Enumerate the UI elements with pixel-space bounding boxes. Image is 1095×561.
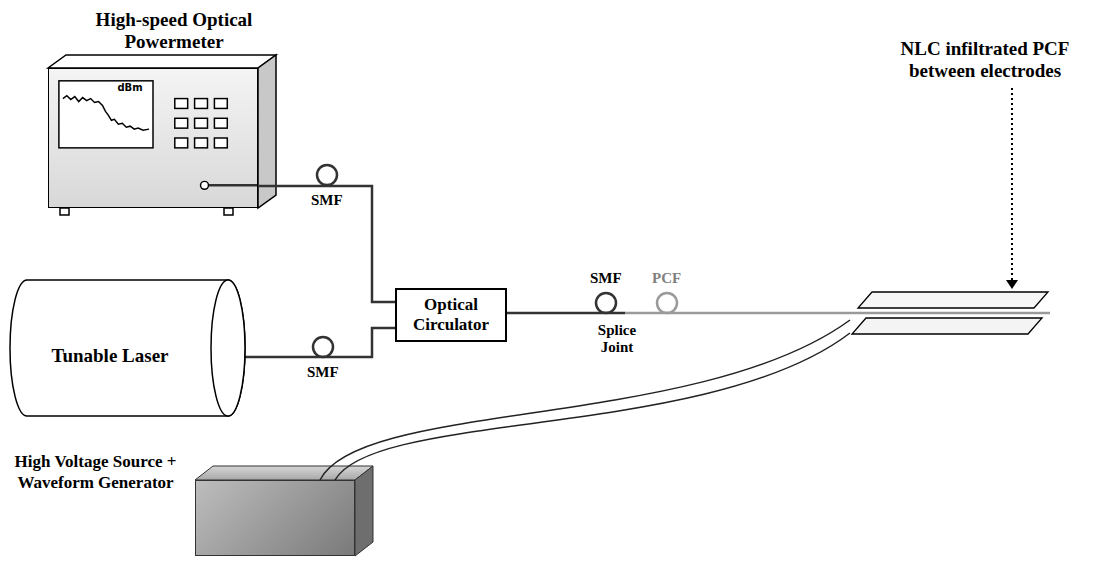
connector-segment — [625, 312, 850, 315]
screen-unit: dBm — [113, 82, 147, 94]
dotted-pointer — [1011, 88, 1013, 280]
pointer-head — [1006, 280, 1018, 289]
fiber-loop — [596, 293, 616, 313]
splice-label: Splice Joint — [582, 322, 652, 356]
meter-face-art — [49, 69, 257, 207]
connector-segment — [507, 312, 625, 315]
pcf-label: PCF — [652, 270, 681, 287]
device-label: NLC infiltrated PCF between electrodes — [880, 38, 1090, 82]
tunable-laser: Tunable Laser — [10, 278, 245, 418]
optical-fiber — [507, 313, 850, 314]
connector-segment — [245, 328, 395, 357]
connector-segment — [258, 186, 395, 302]
connector-segment — [335, 333, 850, 480]
optical-circulator: Optical Circulator — [395, 288, 507, 342]
meter-top-face — [48, 55, 276, 68]
optical-fiber — [258, 186, 395, 302]
optical-powermeter: High-speed Optical PowermeterdBm — [48, 68, 258, 208]
fiber-label: SMF — [311, 192, 343, 209]
fiber-loop — [317, 165, 337, 185]
fiber-loop — [313, 337, 333, 357]
fiber-label: SMF — [307, 364, 339, 381]
meter-foot — [60, 208, 69, 215]
optical-fiber — [245, 328, 395, 357]
hv-side-face — [355, 466, 373, 556]
device-title: High-speed Optical Powermeter — [59, 9, 289, 53]
device-label: Optical Circulator — [405, 295, 497, 335]
fiber-label: SMF — [590, 270, 622, 287]
meter-foot — [224, 208, 233, 215]
electrode-plates — [850, 290, 1050, 335]
pcf-loop — [657, 293, 677, 313]
electrode-wires — [320, 320, 850, 480]
device-label: High Voltage Source + Waveform Generator — [3, 451, 188, 493]
device-label: Tunable Laser — [10, 344, 210, 367]
high-voltage-source: High Voltage Source + Waveform Generator — [195, 480, 355, 556]
electrode-cell: NLC infiltrated PCF between electrodes — [850, 290, 1050, 335]
connector-segment — [320, 320, 850, 480]
